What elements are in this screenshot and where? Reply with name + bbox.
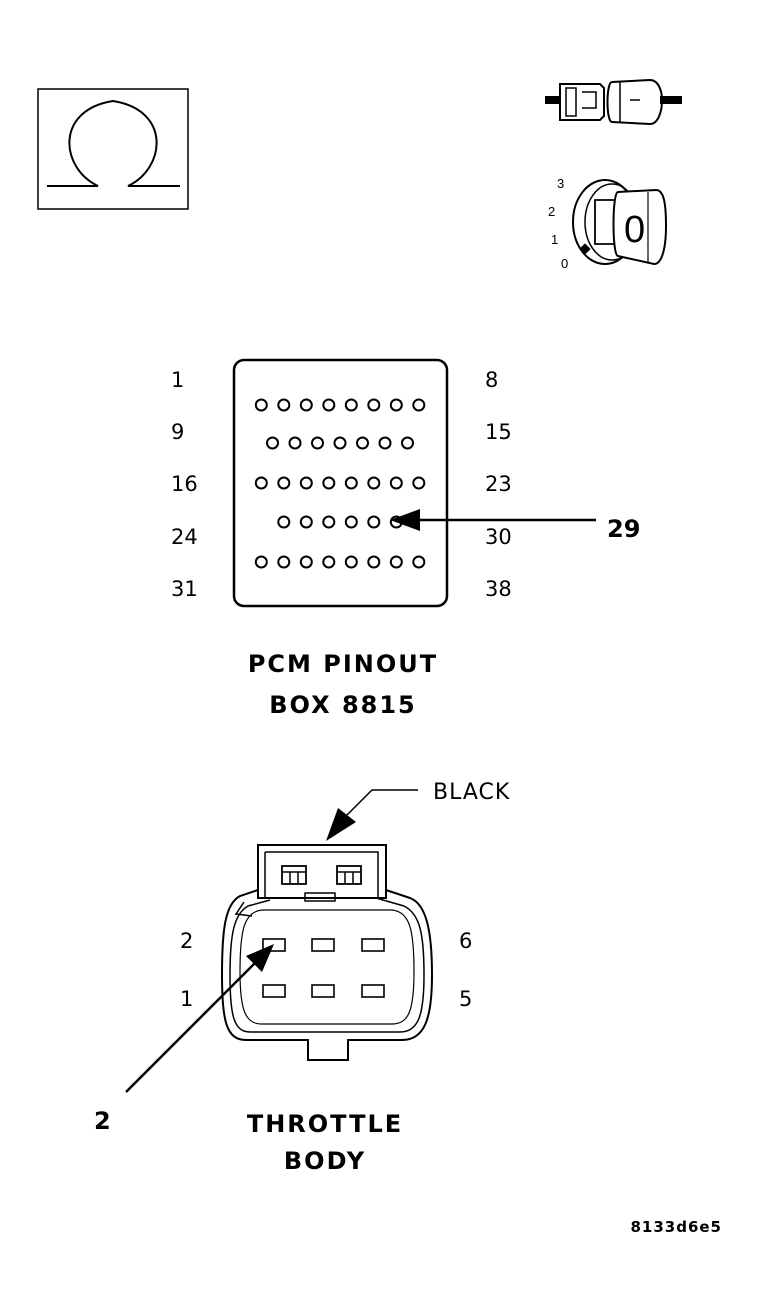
pcm-callout-arrow — [390, 509, 596, 531]
tb-label-2: 2 — [180, 929, 193, 953]
tb-cavity-1 — [262, 984, 286, 998]
tb-cavity-2 — [262, 938, 286, 952]
pcm-pin-7 — [389, 398, 403, 412]
tb-label-6: 6 — [459, 929, 472, 953]
pcm-pin-22 — [389, 476, 403, 490]
pcm-pin-5 — [344, 398, 358, 412]
pcm-title-line1: PCM PINOUT — [248, 650, 438, 678]
ignition-pos-3: 3 — [557, 176, 564, 191]
pcm-pin-26 — [322, 515, 336, 529]
ignition-pos-0: 0 — [561, 256, 568, 271]
pcm-pin-23 — [412, 476, 426, 490]
pcm-pin-24 — [277, 515, 291, 529]
tb-cavity-4 — [311, 938, 335, 952]
pcm-pin-1 — [254, 398, 268, 412]
tb-callout-label: 2 — [94, 1107, 111, 1135]
pcm-pin-12 — [333, 436, 347, 450]
pcm-callout-label: 29 — [607, 515, 640, 543]
pcm-pin-6 — [367, 398, 381, 412]
pcm-left-labels: 1 9 16 24 31 — [171, 368, 198, 601]
pcm-pin-31 — [277, 555, 291, 569]
pcm-pin-37 — [412, 555, 426, 569]
pcm-pin-33 — [322, 555, 336, 569]
pcm-title-line2: BOX 8815 — [269, 691, 417, 719]
pcm-label-23: 23 — [485, 472, 512, 496]
tb-color-label: BLACK — [433, 780, 510, 805]
pcm-label-30: 30 — [485, 525, 512, 549]
pcm-label-31: 31 — [171, 577, 198, 601]
throttle-body-connector — [220, 789, 434, 1061]
pcm-pin-15 — [401, 436, 414, 450]
pcm-pin-8 — [412, 398, 426, 412]
pcm-label-9: 9 — [171, 420, 184, 444]
pcm-connector — [232, 358, 449, 608]
pcm-pin-grid — [254, 398, 426, 569]
pcm-pin-16 — [254, 476, 268, 490]
pcm-pin-25 — [299, 515, 313, 529]
pcm-pin-20 — [344, 476, 358, 490]
pcm-pin-17 — [277, 476, 291, 490]
pcm-label-24: 24 — [171, 525, 198, 549]
ohm-icon — [37, 88, 189, 210]
pcm-pin-35 — [367, 555, 381, 569]
pcm-pin-32 — [299, 555, 313, 569]
pcm-right-labels: 8 15 23 30 38 — [485, 368, 512, 601]
ignition-pos-1: 1 — [551, 232, 558, 247]
disconnect-connector-icon — [545, 78, 682, 126]
pcm-label-16: 16 — [171, 472, 198, 496]
pcm-pin-30 — [254, 555, 268, 569]
tb-label-1: 1 — [180, 987, 193, 1011]
pcm-label-1: 1 — [171, 368, 184, 392]
pcm-pin-36 — [389, 555, 403, 569]
tb-cavity-6 — [361, 938, 385, 952]
pcm-pin-4 — [322, 398, 336, 412]
pcm-pin-18 — [299, 476, 313, 490]
tb-title-line1: THROTTLE — [247, 1110, 403, 1138]
pcm-pin-27 — [344, 515, 358, 529]
pcm-pin-2 — [277, 398, 291, 412]
tb-title-line2: BODY — [284, 1147, 366, 1175]
pcm-pin-9 — [266, 436, 279, 450]
tb-label-5: 5 — [459, 987, 472, 1011]
pcm-label-38: 38 — [485, 577, 512, 601]
pcm-label-8: 8 — [485, 368, 498, 392]
ignition-pos-2: 2 — [548, 204, 555, 219]
tb-callout-arrow — [125, 944, 274, 1093]
ignition-key-label: 0 — [624, 209, 645, 251]
pcm-pin-3 — [299, 398, 313, 412]
pcm-pin-21 — [367, 476, 381, 490]
pcm-label-15: 15 — [485, 420, 512, 444]
pcm-pin-10 — [288, 436, 302, 450]
throttle-body-pin-grid — [262, 938, 385, 998]
pcm-pin-14 — [378, 436, 392, 450]
pcm-pin-11 — [311, 436, 324, 450]
tb-cavity-5 — [361, 984, 385, 998]
pcm-pin-34 — [344, 555, 358, 569]
pcm-pin-19 — [322, 476, 336, 490]
ignition-key-icon: 3 2 1 0 0 — [548, 176, 668, 271]
figure-id: 8133d6e5 — [630, 1218, 722, 1236]
pcm-pin-28 — [367, 515, 381, 529]
tb-cavity-3 — [311, 984, 335, 998]
pcm-pin-13 — [356, 436, 369, 450]
